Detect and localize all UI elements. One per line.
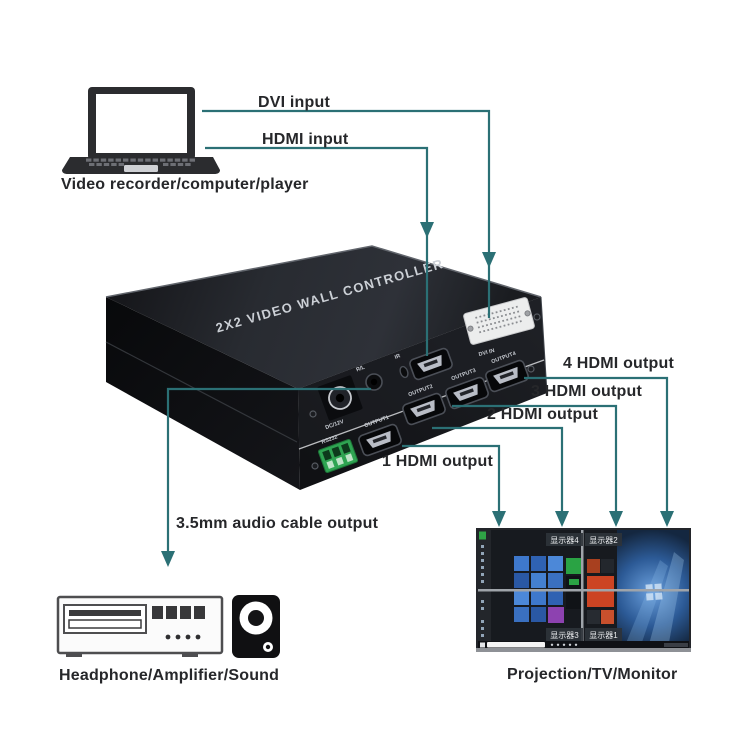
controller-illustration: 2X2 VIDEO WALL CONTROLLER DC/12V R/L IR <box>105 245 548 490</box>
hdmi2-arrow <box>555 511 569 527</box>
hdmi2-output-label: 2 HDMI output <box>487 406 599 423</box>
connector-lines <box>166 109 669 558</box>
audio-device-caption: Headphone/Amplifier/Sound <box>59 667 280 684</box>
source-caption: Video recorder/computer/player <box>61 176 309 193</box>
dvi-input-label: DVI input <box>258 94 331 111</box>
hdmi3-arrow <box>609 511 623 527</box>
amplifier-illustration <box>56 595 224 657</box>
ir-label: IR <box>394 353 401 361</box>
audio-output-label: 3.5mm audio cable output <box>176 515 379 532</box>
connector-arrowheads <box>161 222 674 567</box>
audio-arrow <box>161 551 175 567</box>
dvi-in-label: DVI IN <box>478 348 495 358</box>
hdmi4-output-label: 4 HDMI output <box>563 355 675 372</box>
rs232-label: RS232 <box>321 434 339 445</box>
audio-rl-jack <box>365 373 383 391</box>
dc-power-jack <box>317 375 363 421</box>
rs232-port <box>317 438 359 474</box>
hdmi2-output-line <box>432 426 564 517</box>
amplifier-buttons <box>152 606 205 619</box>
laptop-illustration <box>62 87 220 174</box>
hdmi3-output-label: 3 HDMI output <box>531 383 643 400</box>
screen-label-top-left: 显示器4 <box>550 536 579 545</box>
hdmi4-output-line <box>524 376 669 517</box>
dvi-in-port <box>463 297 535 345</box>
desktop-icon <box>479 531 486 540</box>
hdmi-input-line <box>205 146 429 356</box>
laptop-keyboard <box>86 158 195 166</box>
screen-label-top-right: 显示器2 <box>589 536 618 545</box>
screen-label-bottom-left: 显示器3 <box>550 631 579 640</box>
screen-number-chips: 显示器4 显示器2 显示器3 显示器1 <box>546 533 622 641</box>
start-menu-tiles <box>514 556 614 624</box>
hdmi-input-label: HDMI input <box>262 131 349 148</box>
display-caption: Projection/TV/Monitor <box>507 666 678 683</box>
wall-divider-horizontal <box>478 589 689 592</box>
audio-rl-label: R/L <box>355 365 366 374</box>
hdmi1-output-line <box>402 444 501 517</box>
monitor-bottom-edge <box>476 648 691 652</box>
taskbar <box>478 641 689 649</box>
monitor-illustration: 显示器4 显示器2 显示器3 显示器1 <box>476 528 691 652</box>
hdmi1-output-label: 1 HDMI output <box>382 453 494 470</box>
laptop-trackpad <box>124 165 158 172</box>
dvi-arrow <box>482 252 496 268</box>
speaker-illustration <box>232 595 280 658</box>
audio-output-line <box>166 387 371 558</box>
hdmi1-arrow <box>492 511 506 527</box>
ir-port <box>399 365 409 379</box>
hdmi4-arrow <box>660 511 674 527</box>
dvi-input-line <box>202 109 491 318</box>
hdmi3-output-line <box>452 404 618 517</box>
start-menu-icons <box>481 545 484 637</box>
screen-label-bottom-right: 显示器1 <box>589 631 618 640</box>
amplifier-knobs <box>165 634 201 640</box>
hdmi-arrow <box>420 222 434 238</box>
panel-screws <box>309 313 541 470</box>
